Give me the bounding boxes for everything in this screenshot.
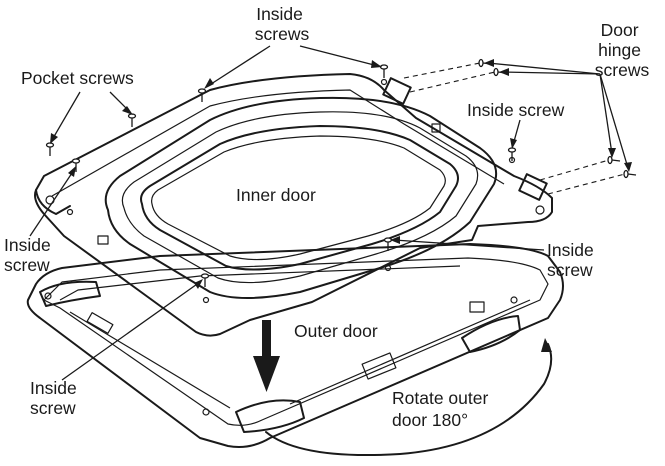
labels: Inside screws Door hinge screws Pocket s…	[4, 4, 649, 430]
screw-icon	[607, 155, 621, 165]
label-inner-door: Inner door	[236, 185, 316, 205]
screw-icon	[45, 142, 55, 156]
outer-door-panel	[26, 243, 564, 448]
label-door-hinge-screws: Door hinge screws	[595, 20, 650, 80]
screw-icon	[200, 273, 210, 287]
label-inside-screw-right-top: Inside screw	[467, 100, 565, 120]
label-inside-screw-right-mid: Inside screw	[547, 240, 599, 280]
label-outer-door: Outer door	[294, 321, 378, 341]
screw-icons	[45, 58, 637, 287]
alignment-lines	[403, 62, 626, 195]
inner-door-panel	[34, 73, 553, 337]
screw-icon	[71, 158, 81, 172]
down-arrow-icon	[253, 320, 280, 392]
screw-icon	[197, 88, 207, 102]
label-pocket-screws: Pocket screws	[21, 68, 134, 88]
screw-icon	[623, 169, 637, 179]
leader-lines	[29, 45, 632, 381]
label-inside-screw-left: Inside screw	[4, 235, 56, 275]
rotate-arrow-icon	[265, 338, 553, 457]
screw-icon	[379, 64, 389, 78]
label-rotate: Rotate outer door 180°	[392, 388, 493, 430]
label-inside-screws-top: Inside screws	[255, 4, 310, 44]
label-inside-screw-bottom: Inside screw	[30, 378, 82, 418]
screw-icon	[127, 113, 137, 127]
